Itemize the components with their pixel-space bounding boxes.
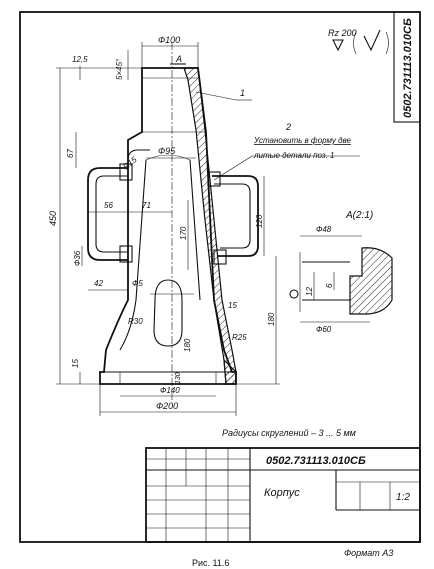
vertical-doc-number: 0502.731113.010СБ [402, 18, 414, 118]
position-1: 1 [240, 88, 245, 98]
figure-caption: Рис. 11.6 [192, 558, 229, 568]
roughness-icon [332, 39, 344, 52]
dim-d36: Ф36 [73, 250, 82, 266]
dim-15-wall: 15 [228, 301, 237, 310]
dim-12-5: 12,5 [72, 55, 88, 64]
roughness-label: Rz 200 [328, 28, 357, 38]
dim-d95: Ф95 [158, 146, 176, 156]
dim-120: 120 [255, 214, 264, 228]
roughness-general-icon [363, 29, 381, 52]
inner-slot [153, 279, 183, 347]
detail-dim-d48: Ф48 [316, 225, 332, 234]
leader-2-text-1: Установить в форму две [253, 136, 352, 145]
dim-r30: R30 [128, 317, 143, 326]
dim-d5: Ф5 [132, 279, 143, 288]
dim-180-inner: 180 [183, 338, 192, 352]
dim-67: 67 [66, 149, 75, 158]
title-scale: 1:2 [396, 492, 410, 503]
title-block [145, 447, 421, 543]
position-2: 2 [285, 122, 291, 132]
wall-section [183, 67, 237, 385]
detail-dim-d60: Ф60 [316, 325, 332, 334]
leader-2-text-2: литые детали поз. 1 [253, 151, 334, 160]
title-doc-number: 0502.731113.010СБ [266, 455, 366, 467]
vertical-doc-box [393, 11, 421, 123]
dim-42: 42 [94, 279, 103, 288]
detail-dim-12: 12 [305, 287, 314, 296]
dim-15-base: 15 [71, 359, 80, 368]
detail-weld-mark [289, 289, 299, 299]
dim-450: 450 [48, 211, 58, 226]
dim-71: 71 [142, 201, 151, 210]
dim-chamfer: 5×45° [115, 58, 124, 80]
fillet-note: Радиусы скруглений – 3 ... 5 мм [222, 428, 356, 438]
dim-r15: R15 [122, 155, 139, 172]
detail-dim-6: 6 [325, 283, 334, 288]
title-part-name: Корпус [264, 487, 300, 499]
title-format: Формат А3 [344, 548, 393, 558]
left-handle [87, 167, 128, 261]
dim-170: 170 [179, 226, 188, 240]
detail-label: А(2:1) [345, 210, 373, 221]
dim-130: 130 [175, 372, 182, 384]
dim-d100: Ф100 [158, 35, 180, 45]
dim-r25: R25 [232, 333, 247, 342]
dim-56: 56 [104, 201, 113, 210]
dim-d200: Ф200 [156, 401, 178, 411]
dim-d140: Ф140 [160, 386, 180, 395]
dim-180-right: 180 [267, 312, 276, 326]
section-mark: А [175, 54, 182, 64]
body-outline [99, 67, 237, 385]
detail-section [349, 247, 393, 315]
right-handle [212, 175, 259, 257]
